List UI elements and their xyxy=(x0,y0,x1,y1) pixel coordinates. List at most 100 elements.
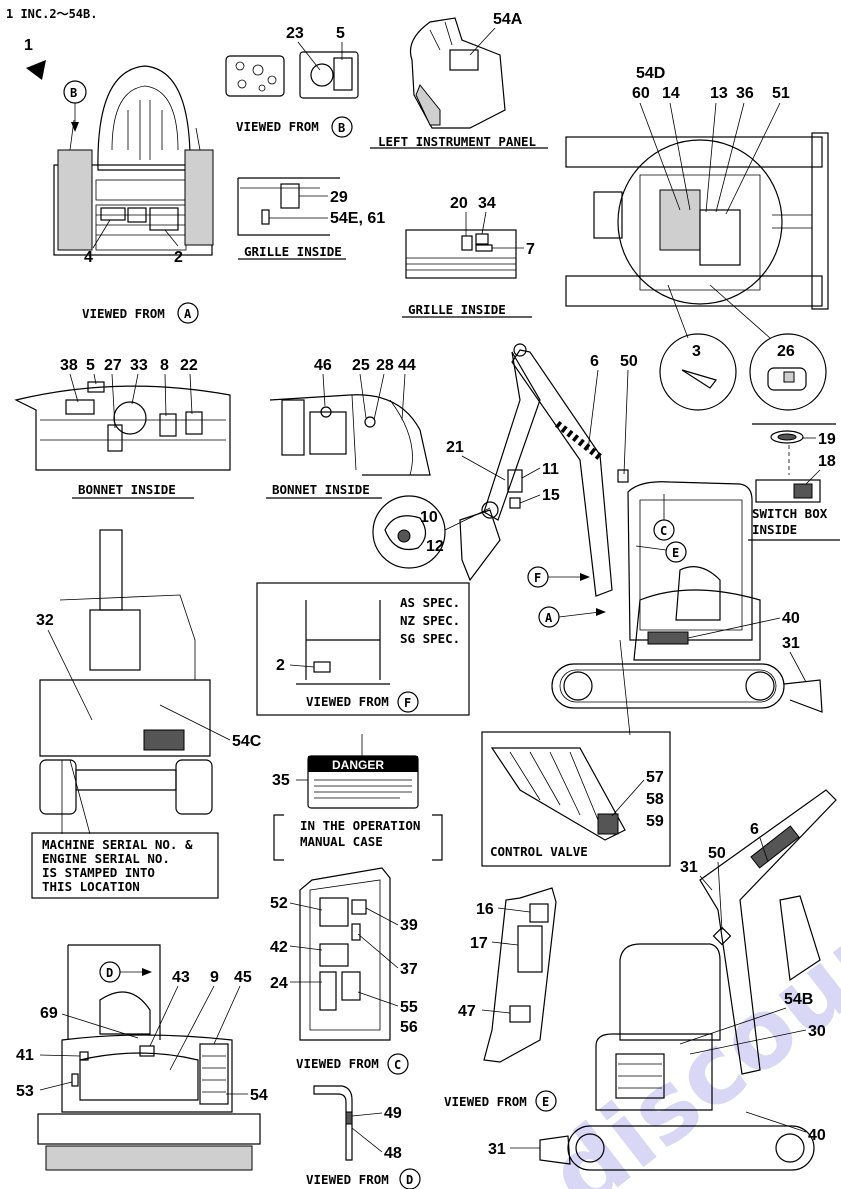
rear-view-d-machine: D 43 9 45 69 41 53 54 xyxy=(16,944,268,1171)
callout-2: 2 xyxy=(174,249,183,266)
callout-6-main: 6 xyxy=(590,353,599,370)
callout-31-small: 31 xyxy=(488,1141,506,1158)
callout-21: 21 xyxy=(446,439,464,456)
callout-38: 38 xyxy=(60,357,78,374)
caption-grille-inside-2: GRILLE INSIDE xyxy=(408,302,506,317)
detail-circles-3-26: 3 26 xyxy=(659,333,827,411)
top-view-machine: 54D 60 14 13 36 51 xyxy=(565,65,829,339)
callout-15: 15 xyxy=(542,487,560,504)
caption-switch-box-1: SWITCH BOX xyxy=(752,506,828,521)
callout-59: 59 xyxy=(646,813,664,830)
left-instrument-panel: 54A LEFT INSTRUMENT PANEL xyxy=(370,11,548,149)
callout-33: 33 xyxy=(130,357,148,374)
caption-viewed-from-a: VIEWED FROM xyxy=(82,306,165,321)
callout-2-f: 2 xyxy=(276,657,285,674)
callout-39: 39 xyxy=(400,917,418,934)
callout-40-main: 40 xyxy=(782,610,800,627)
callout-56: 56 xyxy=(400,1019,418,1036)
marker-a: A xyxy=(545,611,553,625)
view-e-panel: 16 17 47 VIEWED FROM E xyxy=(444,887,557,1112)
callout-54a: 54A xyxy=(493,11,523,28)
marker-f: F xyxy=(534,571,541,585)
callout-30: 30 xyxy=(808,1023,826,1040)
caption-viewed-from-e: VIEWED FROM xyxy=(444,1094,527,1109)
callout-32: 32 xyxy=(36,612,54,629)
detail-circle-10-12: 10 12 xyxy=(372,495,491,569)
callout-41: 41 xyxy=(16,1047,34,1064)
callout-54c: 54C xyxy=(232,733,262,750)
caption-viewed-from-b: VIEWED FROM xyxy=(236,119,319,134)
callout-58: 58 xyxy=(646,791,664,808)
caption-switch-box-2: INSIDE xyxy=(752,522,797,537)
callout-27: 27 xyxy=(104,357,122,374)
callout-44: 44 xyxy=(398,357,416,374)
callout-45: 45 xyxy=(234,969,252,986)
serial-number-box: MACHINE SERIAL NO. & ENGINE SERIAL NO. I… xyxy=(31,832,219,899)
callout-12: 12 xyxy=(426,538,444,555)
callout-18: 18 xyxy=(818,453,836,470)
callout-6-small: 6 xyxy=(750,821,759,838)
callout-53: 53 xyxy=(16,1083,34,1100)
caption-viewed-from-d: VIEWED FROM xyxy=(306,1172,389,1187)
caption-spec-1: AS SPEC. xyxy=(400,595,460,610)
callout-11: 11 xyxy=(542,461,559,478)
view-f-box: 2 AS SPEC. NZ SPEC. SG SPEC. VIEWED FROM… xyxy=(256,582,470,716)
callout-7: 7 xyxy=(526,241,535,258)
callout-52: 52 xyxy=(270,895,288,912)
callout-54b: 54B xyxy=(784,991,813,1008)
callout-54: 54 xyxy=(250,1087,268,1104)
callout-14: 14 xyxy=(662,85,680,102)
callout-54d: 54D xyxy=(636,65,665,82)
caption-bonnet-inside-1: BONNET INSIDE xyxy=(78,482,176,497)
callout-10: 10 xyxy=(420,509,438,526)
callout-31-small-top: 31 xyxy=(680,859,698,876)
small-excavator-side-view: 6 50 31 54B 30 40 31 xyxy=(488,789,837,1171)
callout-48: 48 xyxy=(384,1145,402,1162)
callout-22: 22 xyxy=(180,357,198,374)
rear-view-machine: 32 54C xyxy=(36,529,262,835)
serial-line-3: IS STAMPED INTO xyxy=(42,865,155,880)
view-letter-f: F xyxy=(404,696,411,710)
callout-36: 36 xyxy=(736,85,754,102)
callout-51: 51 xyxy=(772,85,790,102)
callout-8: 8 xyxy=(160,357,169,374)
callout-34: 34 xyxy=(478,195,496,212)
callout-13: 13 xyxy=(710,85,728,102)
danger-label: DANGER 35 IN THE OPERATION MANUAL CASE xyxy=(272,734,443,861)
caption-left-instrument-panel: LEFT INSTRUMENT PANEL xyxy=(378,134,537,149)
grille-inside-1: 29 54E, 61 GRILLE INSIDE xyxy=(237,177,385,260)
callout-40-small: 40 xyxy=(808,1127,826,1144)
marker-e: E xyxy=(672,546,679,560)
callout-49: 49 xyxy=(384,1105,402,1122)
grille-inside-2: 20 34 7 GRILLE INSIDE xyxy=(402,195,535,318)
callout-1: 1 xyxy=(24,37,33,54)
caption-viewed-from-f: VIEWED FROM xyxy=(306,694,389,709)
callout-28: 28 xyxy=(376,357,394,374)
caption-viewed-from-c: VIEWED FROM xyxy=(296,1056,379,1071)
callout-5-bonnet: 5 xyxy=(86,357,95,374)
callout-3: 3 xyxy=(692,343,701,360)
callout-37: 37 xyxy=(400,961,418,978)
caption-control-valve: CONTROL VALVE xyxy=(490,844,588,859)
callout-69: 69 xyxy=(40,1005,58,1022)
bonnet-inside-2: 46 25 28 44 BONNET INSIDE xyxy=(266,357,431,499)
callout-35: 35 xyxy=(272,772,290,789)
callout-43: 43 xyxy=(172,969,190,986)
marker-c: C xyxy=(660,524,667,538)
caption-operation-manual-1: IN THE OPERATION xyxy=(300,818,420,833)
caption-spec-3: SG SPEC. xyxy=(400,631,460,646)
serial-line-4: THIS LOCATION xyxy=(42,879,140,894)
view-letter-e: E xyxy=(542,1095,549,1109)
callout-55: 55 xyxy=(400,999,418,1016)
switch-box-inside: 19 18 SWITCH BOX INSIDE xyxy=(748,423,840,541)
caption-operation-manual-2: MANUAL CASE xyxy=(300,834,383,849)
callout-50-main: 50 xyxy=(620,353,638,370)
serial-line-2: ENGINE SERIAL NO. xyxy=(42,851,170,866)
serial-line-1: MACHINE SERIAL NO. & xyxy=(42,837,193,852)
callout-54e-61: 54E, 61 xyxy=(330,210,385,227)
view-letter-d: D xyxy=(406,1173,413,1187)
caption-bonnet-inside-2: BONNET INSIDE xyxy=(272,482,370,497)
callout-29: 29 xyxy=(330,189,348,206)
